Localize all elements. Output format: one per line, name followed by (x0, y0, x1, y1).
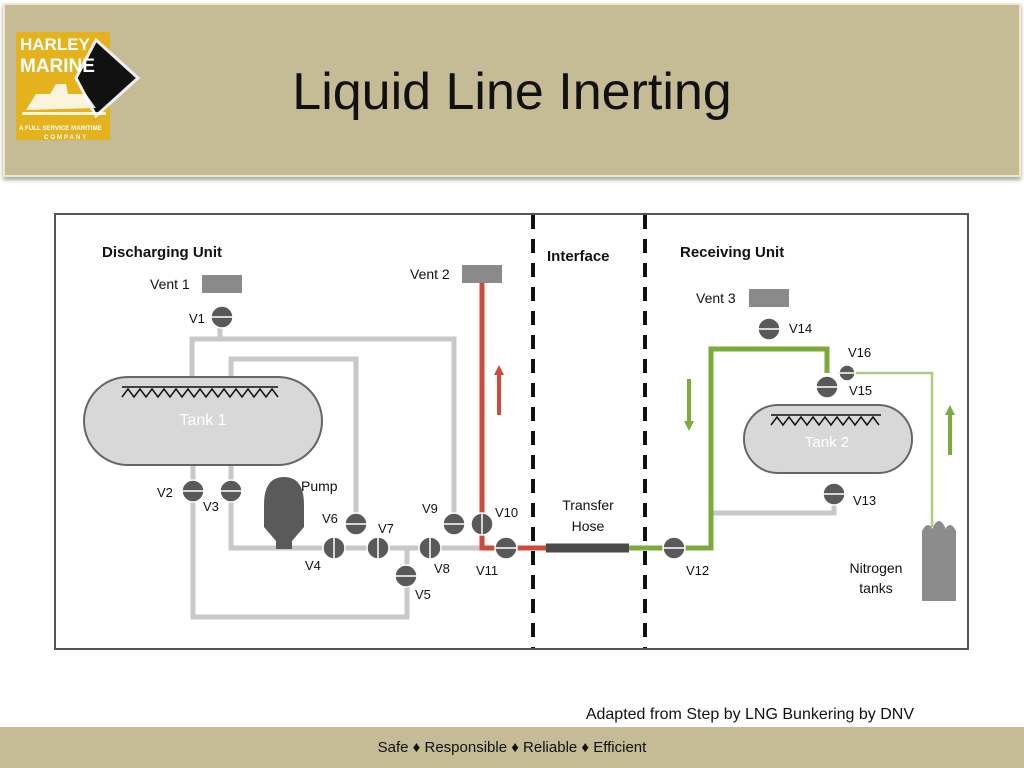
v1-label: V1 (189, 311, 205, 326)
red-purge-line (479, 281, 546, 551)
tank-2-label: Tank 2 (805, 434, 849, 451)
vent-3 (749, 289, 789, 307)
interface-label: Interface (547, 248, 610, 265)
transfer-hose-label-2: Hose (572, 518, 605, 534)
liquid-line-inerting-diagram: Tank 1 Tank 2 Pump Vent 1 Vent 2 Vent 3 (54, 213, 969, 650)
v7-label: V7 (378, 521, 394, 536)
v4-label: V4 (305, 558, 321, 573)
svg-text:A FULL SERVICE MARITIME: A FULL SERVICE MARITIME (19, 125, 102, 132)
footer-tagline: Safe ♦ Responsible ♦ Reliable ♦ Efficien… (377, 739, 647, 756)
pump-label: Pump (301, 478, 338, 494)
source-credit: Adapted from Step by LNG Bunkering by DN… (585, 706, 914, 723)
pump (264, 477, 304, 549)
v5-label: V5 (415, 587, 431, 602)
svg-text:COMPANY: COMPANY (44, 135, 88, 141)
vent-3-label: Vent 3 (696, 290, 736, 306)
v13-label: V13 (853, 493, 876, 508)
footer-bar: Safe ♦ Responsible ♦ Reliable ♦ Efficien… (0, 727, 1024, 768)
v9-label: V9 (422, 501, 438, 516)
harley-marine-logo: HARLEY MARINE A FULL SERVICE MARITIME CO… (16, 32, 140, 141)
vent-2 (462, 265, 502, 283)
v16-label: V16 (848, 345, 871, 360)
receiving-unit-label: Receiving Unit (680, 244, 784, 261)
tank-1-label: Tank 1 (179, 412, 226, 429)
vent-2-label: Vent 2 (410, 266, 450, 282)
spray-bar-1 (121, 387, 279, 399)
discharging-unit-label: Discharging Unit (102, 244, 222, 261)
svg-text:MARINE: MARINE (20, 56, 95, 77)
v10-label: V10 (495, 505, 518, 520)
transfer-hose-label-1: Transfer (562, 497, 614, 513)
nitrogen-tanks-label-2: tanks (859, 580, 892, 596)
spray-bar-2 (770, 415, 880, 427)
v15-label: V15 (849, 383, 872, 398)
nitrogen-tanks-label-1: Nitrogen (850, 560, 903, 576)
gray-piping (189, 318, 837, 620)
v3-label: V3 (203, 499, 219, 514)
svg-text:HARLEY: HARLEY (20, 35, 91, 54)
v2-label: V2 (157, 485, 173, 500)
title-banner (3, 3, 1021, 177)
nitrogen-tanks (922, 521, 956, 601)
v6-label: V6 (322, 511, 338, 526)
v8-label: V8 (434, 561, 450, 576)
v12-label: V12 (686, 563, 709, 578)
piping-schematic: Tank 1 Tank 2 Pump Vent 1 Vent 2 Vent 3 (83, 215, 956, 648)
v14-label: V14 (789, 321, 812, 336)
vent-1-label: Vent 1 (150, 276, 190, 292)
vent-1 (202, 275, 242, 293)
nitrogen-supply-line (838, 371, 934, 527)
page-title: Liquid Line Inerting (292, 63, 732, 121)
tank-1 (83, 376, 323, 466)
v11-label: V11 (476, 563, 498, 578)
